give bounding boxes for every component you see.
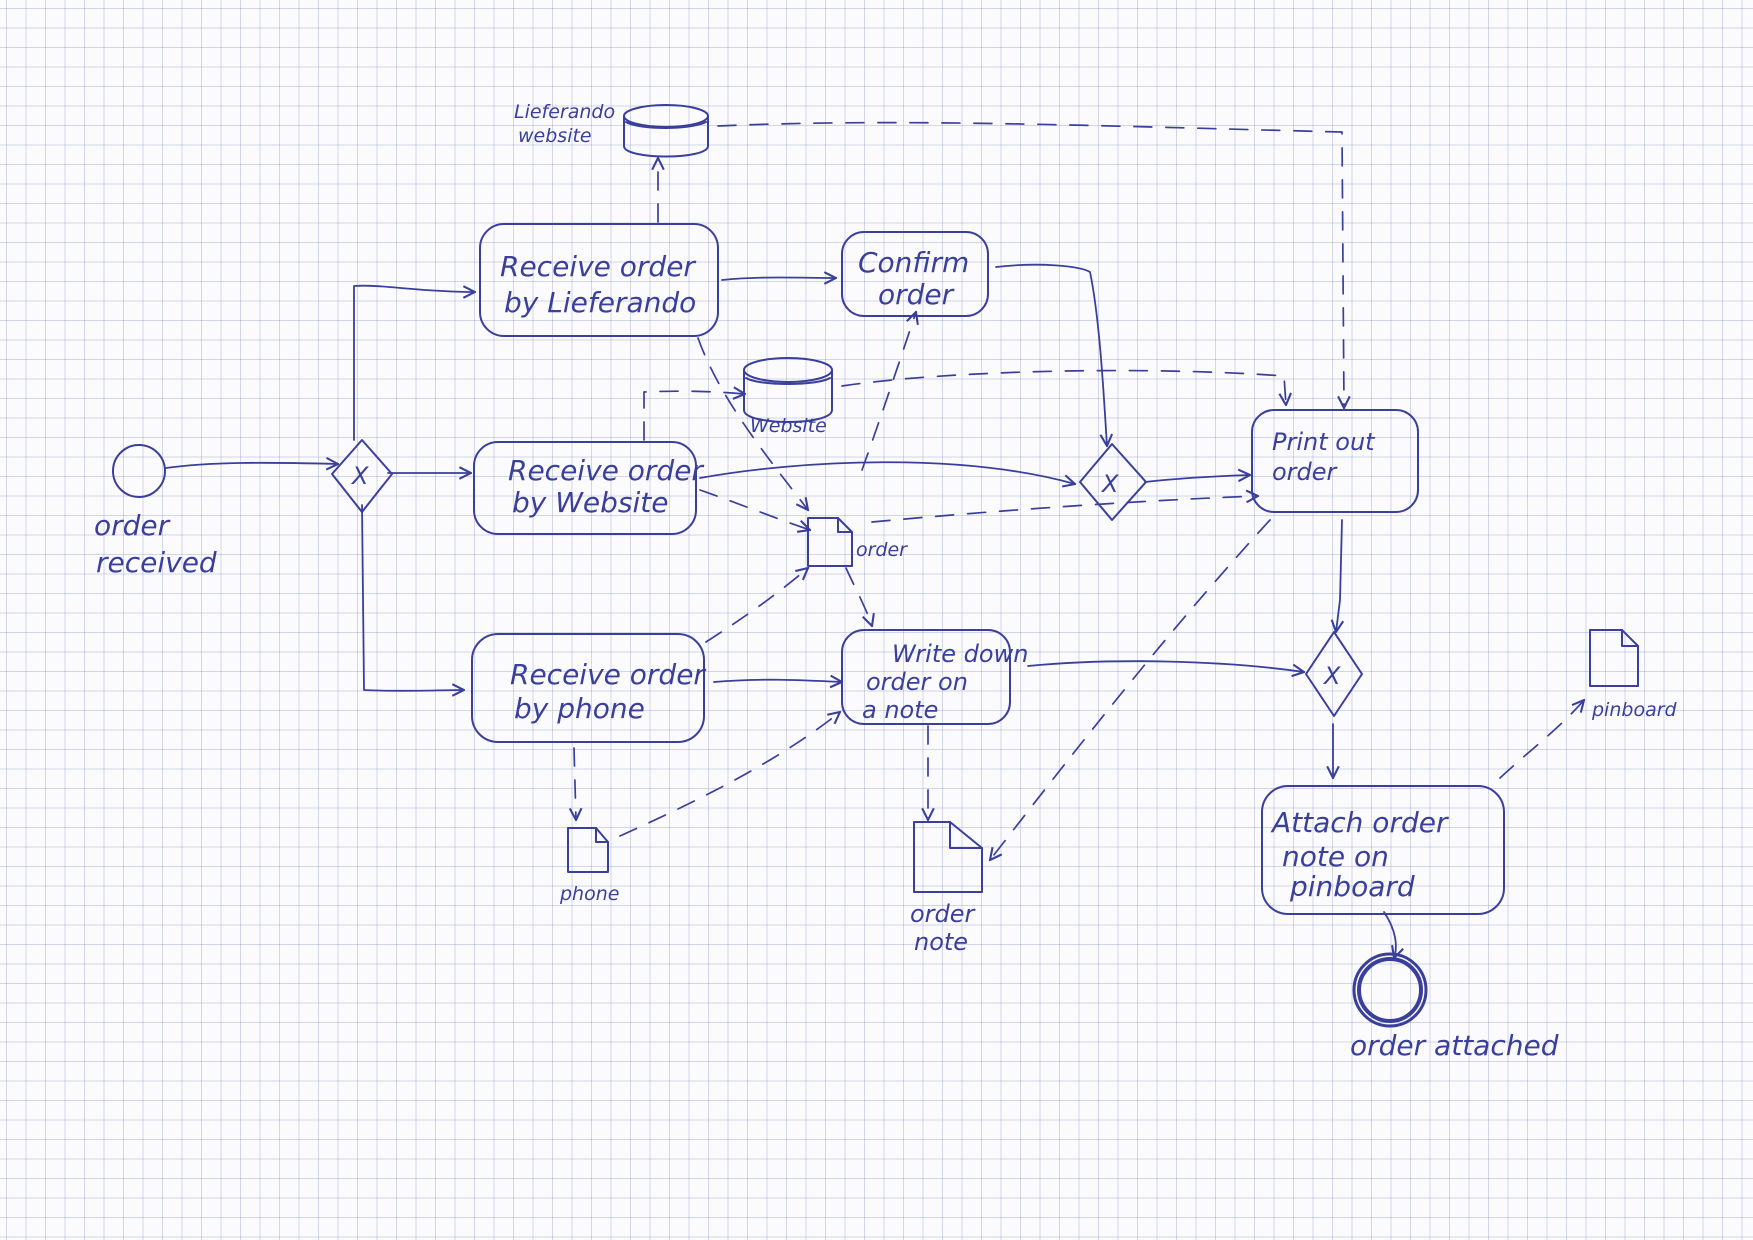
assoc-lieferando-store-to-print [717, 121, 1344, 408]
flow-phone-to-write [713, 680, 842, 682]
data-associations [574, 121, 1584, 860]
end-event[interactable]: order attached [1350, 952, 1559, 1062]
flow-start-to-split [165, 463, 338, 468]
flow-confirm-to-merge [995, 263, 1107, 446]
flow-split-to-lieferando [353, 284, 475, 441]
start-event-label: order [94, 509, 171, 542]
dataobject-order-note[interactable]: order note [910, 821, 983, 956]
split-gateway[interactable]: X [331, 439, 393, 513]
assoc-order-to-write [845, 567, 872, 626]
dataobject-phone-label: phone [559, 883, 619, 905]
task-attach-note[interactable]: Attach order note on pinboard [1261, 785, 1505, 915]
task-receive-website-label: Receive order [508, 454, 704, 487]
flow-website-to-merge [699, 461, 1075, 484]
merge-print-gateway[interactable]: X [1305, 631, 1363, 717]
dataobject-phone[interactable]: phone [559, 827, 619, 905]
flow-merge-to-print [1144, 475, 1250, 483]
task-attach-note-label: note on [1282, 840, 1389, 873]
assoc-phone-task-to-phone-data [574, 747, 576, 820]
flow-write-to-gateway [1027, 660, 1304, 672]
start-event[interactable]: order received [94, 444, 217, 579]
dataobject-pinboard[interactable]: pinboard [1589, 629, 1678, 721]
task-receive-phone-label: Receive order [510, 658, 706, 691]
datastore-lieferando-website[interactable]: Lieferando website [514, 101, 709, 158]
task-write-note-label: Write down [892, 640, 1028, 668]
task-attach-note-label: Attach order [1270, 806, 1449, 839]
end-event-label: order attached [1350, 1029, 1559, 1062]
dataobject-order-note-label: note [914, 928, 968, 956]
task-confirm-order[interactable]: Confirm order [841, 231, 989, 317]
datastore-lieferando-label: website [518, 125, 592, 147]
assoc-phone-data-to-write [619, 712, 840, 837]
split-gateway-marker: X [350, 462, 369, 490]
task-receive-lieferando-label: by Lieferando [504, 286, 696, 319]
assoc-website-to-order [699, 489, 810, 530]
flow-print-to-gateway [1336, 519, 1342, 632]
assoc-attach-to-pinboard [1499, 700, 1584, 779]
assoc-order-to-print [871, 496, 1258, 523]
task-receive-phone[interactable]: Receive order by phone [471, 633, 706, 743]
task-receive-website[interactable]: Receive order by Website [473, 441, 704, 535]
task-receive-phone-label: by phone [514, 692, 645, 725]
assoc-website-to-web-store [643, 391, 745, 441]
flow-lieferando-to-confirm [721, 278, 836, 281]
assoc-print-to-order-note [990, 519, 1271, 860]
dataobject-order-label: order [856, 539, 908, 561]
task-print-order-label: order [1272, 458, 1339, 486]
task-receive-website-label: by Website [512, 486, 669, 519]
datastore-website-label: Website [750, 415, 827, 437]
datastore-lieferando-label: Lieferando [514, 101, 615, 123]
dataobject-order[interactable]: order [807, 517, 908, 567]
task-receive-lieferando[interactable]: Receive order by Lieferando [479, 223, 719, 337]
merge-website-gateway[interactable]: X [1079, 443, 1147, 521]
flow-attach-to-end [1383, 911, 1396, 958]
assoc-order-to-confirm [861, 312, 916, 471]
task-print-order[interactable]: Print out order [1251, 409, 1419, 513]
task-confirm-order-label: order [878, 278, 955, 311]
task-receive-lieferando-label: Receive order [500, 250, 696, 283]
merge-print-gateway-marker: X [1322, 662, 1341, 690]
assoc-lieferando-to-order [697, 337, 808, 510]
merge-website-gateway-marker: X [1100, 470, 1119, 498]
task-write-note[interactable]: Write down order on a note [841, 629, 1028, 725]
flow-split-to-phone [361, 504, 464, 691]
assoc-phone-task-to-order [705, 568, 808, 643]
sequence-flows [165, 263, 1396, 958]
task-write-note-label: a note [862, 696, 938, 724]
assoc-website-store-to-print [841, 369, 1286, 405]
start-event-label: received [96, 546, 217, 579]
dataobject-order-note-label: order [910, 900, 977, 928]
task-attach-note-label: pinboard [1289, 870, 1415, 903]
task-write-note-label: order on [866, 668, 968, 696]
task-print-order-label: Print out [1272, 428, 1376, 456]
dataobject-pinboard-label: pinboard [1591, 699, 1678, 721]
task-confirm-order-label: Confirm [858, 246, 969, 279]
datastore-website[interactable]: Website [743, 357, 833, 437]
